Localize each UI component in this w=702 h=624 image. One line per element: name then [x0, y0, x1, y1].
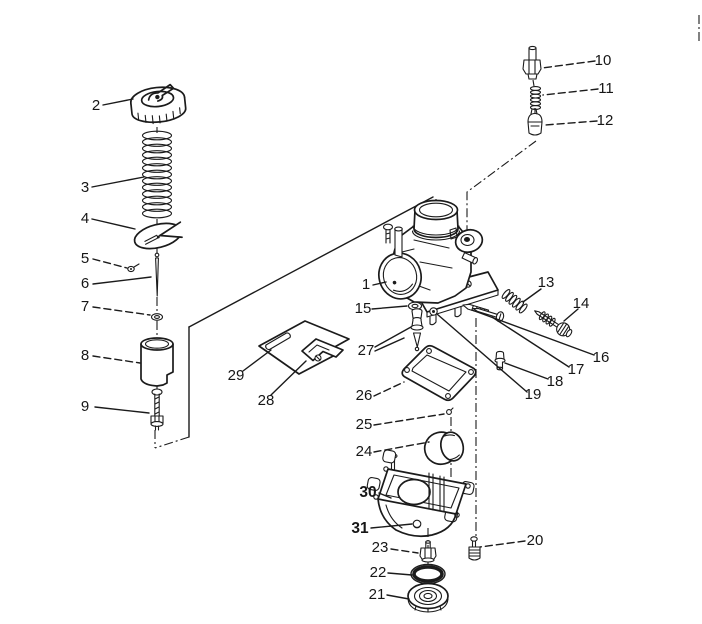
cable-bracket: [301, 338, 344, 362]
jet-needle: [154, 252, 160, 297]
callout-10: 10: [595, 52, 612, 69]
callout-5: 5: [81, 250, 89, 267]
callout-13: 13: [538, 274, 555, 291]
callout-30: 30: [359, 484, 376, 501]
callout-8: 8: [81, 347, 89, 364]
adjuster-cap: [527, 108, 543, 136]
carburetor-body: [378, 199, 499, 326]
callout-11: 11: [598, 80, 614, 97]
needle-washer: [150, 313, 164, 321]
float: [423, 431, 465, 466]
callout-27: 27: [358, 342, 375, 359]
callout-12: 12: [597, 112, 614, 129]
callout-2: 2: [92, 97, 100, 114]
callout-15: 15: [355, 300, 372, 317]
pilot-outlet-ring: [429, 307, 438, 316]
needle-clip: [127, 263, 140, 273]
callout-26: 26: [356, 387, 373, 404]
callout-9: 9: [81, 398, 89, 415]
drain-plug: [407, 582, 449, 613]
callout-29: 29: [228, 367, 245, 384]
cable-adjuster: [522, 45, 542, 80]
callout-14: 14: [573, 295, 590, 312]
callout-25: 25: [356, 416, 373, 433]
callout-17: 17: [568, 361, 585, 378]
callout-7: 7: [81, 298, 89, 315]
callout-18: 18: [547, 373, 564, 390]
callout-23: 23: [372, 539, 389, 556]
callout-28: 28: [258, 392, 275, 409]
bowl-screw: [468, 536, 481, 561]
callout-21: 21: [369, 586, 386, 603]
callout-1: 1: [362, 276, 370, 293]
callout-labels: 1 2 3 4 5 6 7 8 9 10 11 12 13 14 15 16 1…: [81, 52, 614, 603]
callout-4: 4: [81, 210, 89, 227]
slide-screw: [150, 388, 164, 431]
float-bowl: [366, 449, 475, 538]
slide-spring: [141, 130, 173, 219]
callout-6: 6: [81, 275, 89, 292]
callout-24: 24: [356, 443, 373, 460]
callout-19: 19: [525, 386, 542, 403]
leader-lines: [91, 60, 599, 600]
callout-22: 22: [370, 564, 387, 581]
adjuster-spring: [529, 86, 542, 110]
callout-16: 16: [593, 349, 610, 366]
throttle-stop-screw: [534, 310, 573, 338]
o-ring: [410, 563, 446, 585]
throttle-slide: [140, 337, 174, 387]
main-jet: [419, 540, 437, 563]
float-bowl-gasket: [401, 344, 477, 402]
callout-31: 31: [351, 520, 369, 537]
spring-seat-plate: [133, 218, 189, 250]
float-pin: [446, 407, 454, 415]
carb-cap: [129, 83, 187, 125]
callout-3: 3: [81, 179, 89, 196]
pilot-jet: [494, 350, 506, 371]
callout-20: 20: [527, 532, 544, 549]
needle-jet-and-valve: [410, 308, 424, 352]
